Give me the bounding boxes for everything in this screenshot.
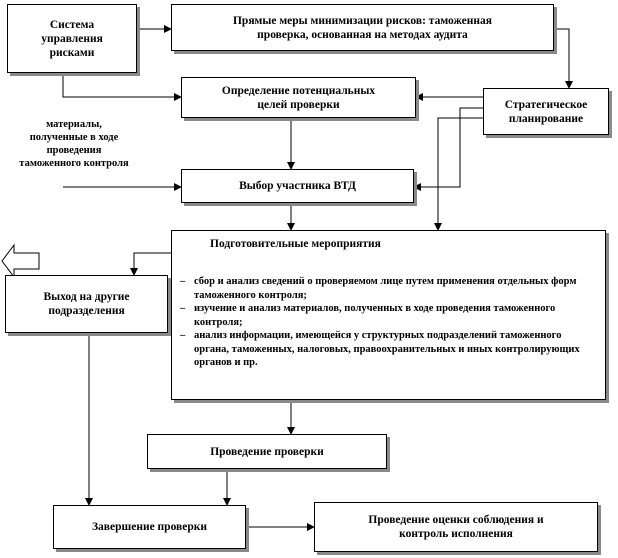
risk-management-system-label: Система управления рисками (41, 18, 103, 59)
conduct-audit-label: Проведение проверки (210, 445, 324, 458)
complete-audit-label: Завершение проверки (91, 521, 208, 533)
arrow-prep-to-other (130, 252, 171, 276)
evaluation-box: Проведение оценки соблюдения и контроль … (314, 502, 598, 552)
arrow-strategic-to-prep (434, 117, 483, 231)
select-participant-box: Выбор участника ВТД (181, 169, 414, 203)
preparatory-measures-box: Подготовительные мероприятия сбор и анал… (171, 230, 606, 400)
output-arrow-icon (1, 243, 40, 279)
direct-measures-label: Прямые меры минимизации рисков: таможенн… (232, 14, 492, 41)
arrow-direct-to-strategic (554, 28, 573, 89)
other-units-box: Выход на другие подразделения (5, 275, 168, 333)
risk-management-system-box: Система управления рисками (7, 4, 137, 73)
strategic-planning-box: Стратегическое планирование (483, 88, 609, 135)
define-targets-box: Определение потенциальных целей проверки (181, 77, 416, 118)
preparatory-item: анализ информации, имеющейся у структурн… (180, 329, 595, 370)
evaluation-label: Проведение оценки соблюдения и контроль … (368, 514, 544, 540)
define-targets-label: Определение потенциальных целей проверки (221, 84, 376, 111)
complete-audit-box: Завершение проверки (53, 505, 246, 549)
preparatory-item: изучение и анализ материалов, полученных… (180, 302, 595, 329)
other-units-label: Выход на другие подразделения (43, 291, 130, 317)
preparatory-item: сбор и анализ сведений о проверяемом лиц… (180, 275, 595, 302)
select-participant-label: Выбор участника ВТД (239, 180, 356, 192)
preparatory-measures-list: сбор и анализ сведений о проверяемом лиц… (180, 275, 595, 370)
conduct-audit-box: Проведение проверки (147, 434, 387, 469)
materials-note: материалы, полученные в ходе проведения … (19, 119, 129, 169)
arrow-risk-to-targets (62, 73, 182, 101)
strategic-planning-label: Стратегическое планирование (504, 98, 588, 125)
arrow-strategic-to-select (413, 107, 483, 191)
direct-measures-box: Прямые меры минимизации рисков: таможенн… (171, 4, 554, 51)
preparatory-measures-title: Подготовительные мероприятия (210, 238, 381, 250)
